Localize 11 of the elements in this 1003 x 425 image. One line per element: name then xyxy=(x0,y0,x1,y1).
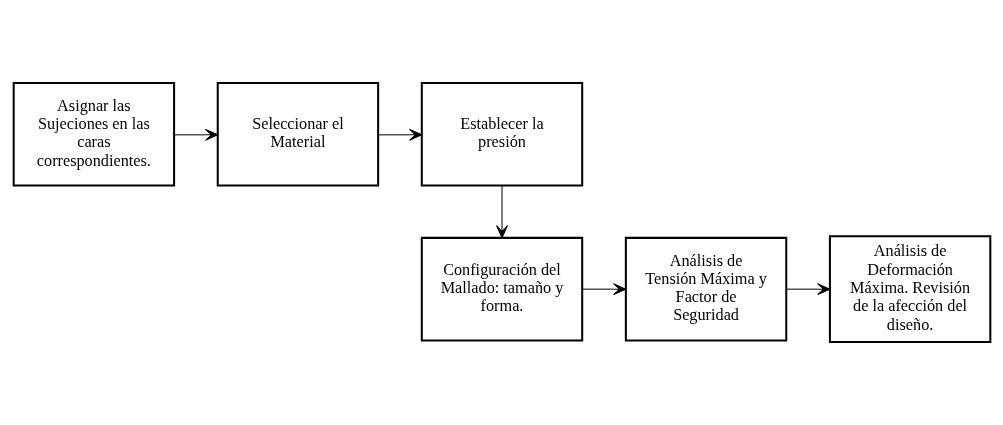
node-box: Seleccionar el Material xyxy=(216,82,379,187)
node-box: Asignar las Sujeciones en las caras correspondientes. xyxy=(12,82,175,187)
node-box: Análisis de Deformación Máxima. Revisión de la afección del diseño. xyxy=(828,235,991,343)
arrow xyxy=(377,128,422,141)
node-box: Configuración del Mallado: tamaño y forma. xyxy=(420,236,583,342)
node-box: Establecer la presión xyxy=(420,82,583,187)
arrow xyxy=(581,283,626,296)
node-box: Análisis de Tensión Máxima y Factor de Seguridad xyxy=(624,236,787,342)
arrow xyxy=(173,128,218,141)
arrow xyxy=(785,283,830,296)
arrow xyxy=(495,185,508,239)
